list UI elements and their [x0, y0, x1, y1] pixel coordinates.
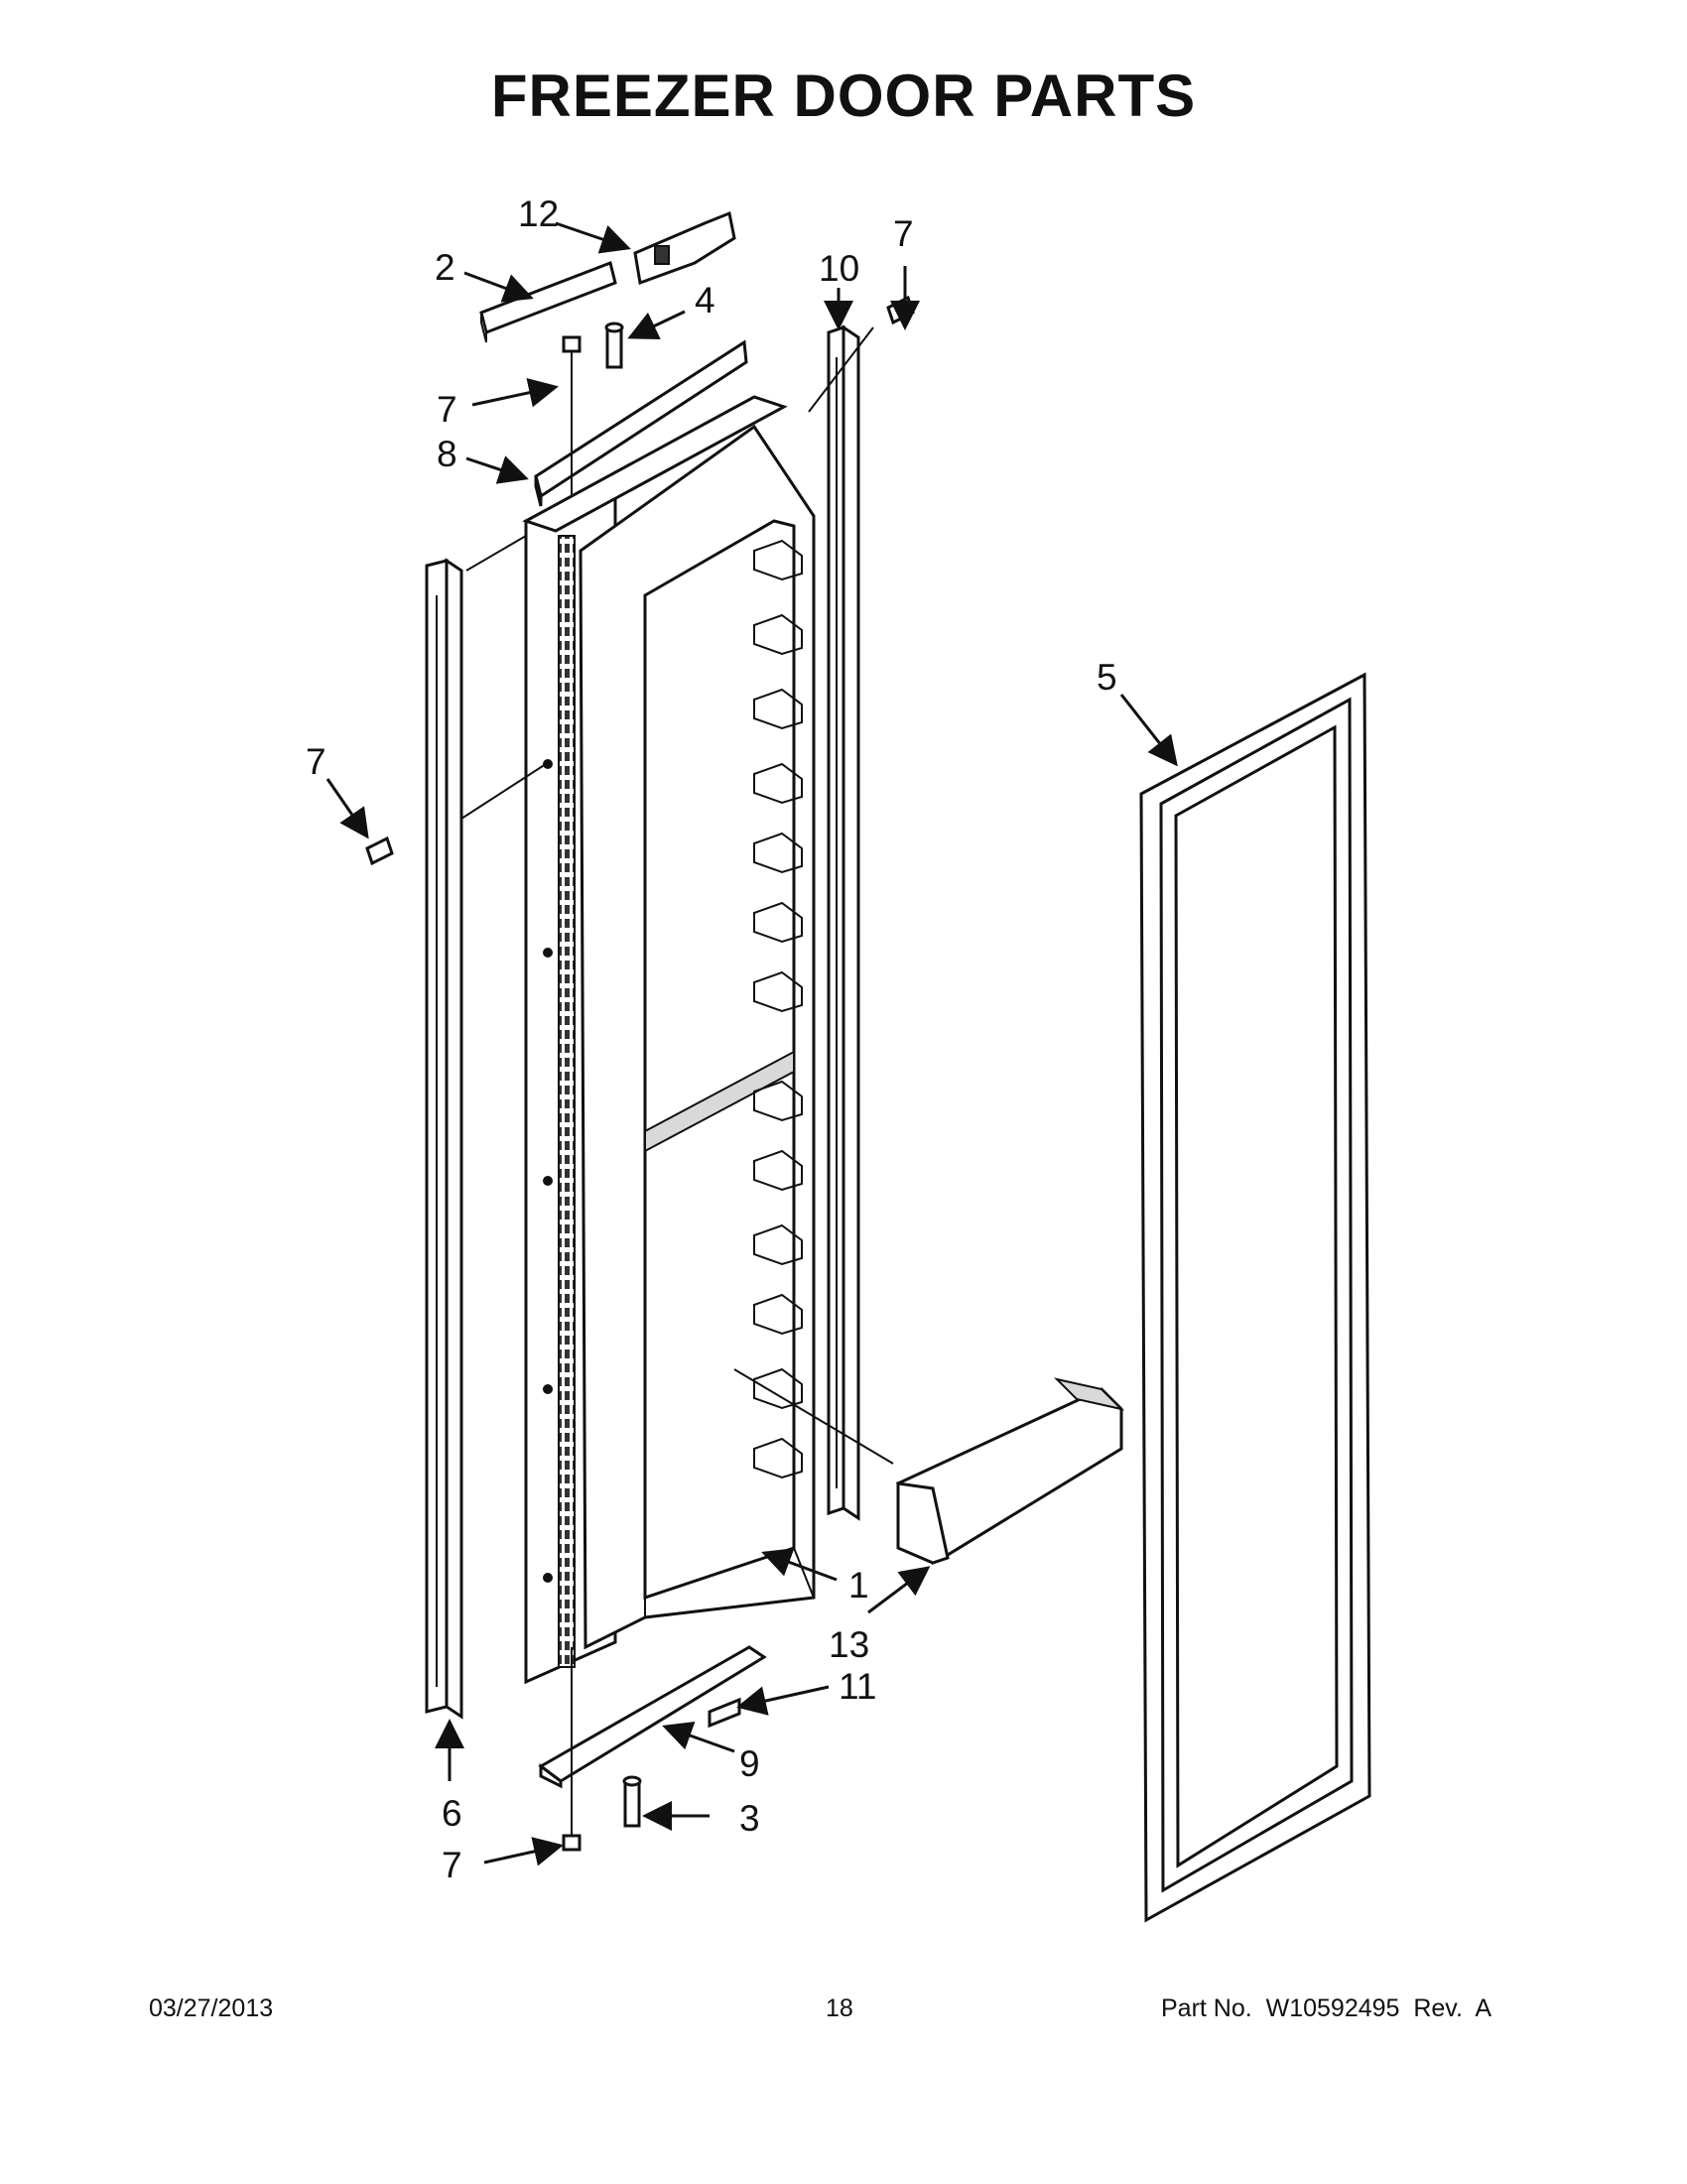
callout-10: 10 [819, 248, 859, 289]
screw-part-7-top-left [562, 335, 582, 377]
callout-11: 11 [839, 1666, 876, 1707]
callout-9: 9 [739, 1743, 760, 1784]
callout-7-top-right: 7 [893, 213, 914, 254]
door-mounting-holes [543, 759, 553, 1583]
page-title: FREEZER DOOR PARTS [490, 63, 1197, 129]
footer-part-info: Part No. W10592495 Rev. A [1161, 1994, 1492, 2023]
door-liner-part-1 [522, 395, 816, 1685]
module-part-12 [633, 210, 736, 286]
part-number: W10592495 [1265, 1994, 1400, 2022]
screw-part-7-left [365, 835, 394, 866]
bottom-hinge-bracket-part-9 [538, 1645, 767, 1789]
footer-date: 03/27/2013 [149, 1994, 274, 2022]
callout-5: 5 [1097, 657, 1117, 698]
top-cap-part-2 [479, 260, 617, 343]
footer-page-number: 18 [826, 1994, 853, 2022]
screw-part-7-top-right [886, 295, 915, 325]
part-number-label: Part No. [1161, 1994, 1252, 2022]
top-hinge-bracket-part-8 [534, 339, 748, 507]
assembly-guide-lines [460, 326, 894, 1816]
callout-labels: 12 2 4 7 10 7 8 7 5 1 13 11 9 3 6 7 [306, 193, 1117, 1885]
door-shelf-cleats [753, 539, 803, 1479]
hinge-pin-part-4 [604, 321, 624, 369]
callout-7-bottom: 7 [442, 1845, 462, 1885]
revision-label: Rev. [1413, 1994, 1463, 2022]
door-gasket-part-5 [1139, 672, 1371, 1923]
callout-13: 13 [829, 1624, 869, 1665]
callout-arrows [325, 221, 1178, 1866]
callout-12: 12 [518, 193, 559, 234]
callout-7-top-left: 7 [437, 389, 457, 430]
screw-part-7-bottom [562, 1816, 582, 1852]
callout-2: 2 [435, 247, 455, 288]
revision: A [1475, 1994, 1492, 2022]
clip-part-11 [708, 1697, 741, 1729]
callout-7-left: 7 [306, 741, 326, 782]
left-trim-part-6 [425, 558, 463, 1720]
door-bin-part-13 [896, 1377, 1125, 1566]
callout-1: 1 [848, 1565, 869, 1606]
callout-4: 4 [695, 280, 715, 321]
callout-3: 3 [739, 1798, 760, 1839]
callout-6: 6 [442, 1793, 462, 1834]
right-trim-part-10 [827, 324, 860, 1521]
callout-8: 8 [437, 434, 457, 474]
hinge-pin-part-3 [622, 1775, 642, 1828]
